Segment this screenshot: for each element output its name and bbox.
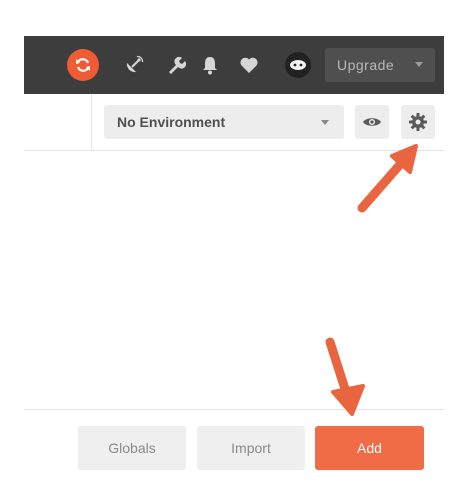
sync-button[interactable] xyxy=(65,36,101,94)
bell-icon xyxy=(203,57,217,75)
app-header: Upgrade xyxy=(24,36,444,94)
add-label: Add xyxy=(357,440,382,456)
import-button[interactable]: Import xyxy=(197,426,305,470)
globals-button[interactable]: Globals xyxy=(78,426,186,470)
capture-requests-button[interactable] xyxy=(120,36,148,94)
satellite-icon xyxy=(126,55,144,73)
window-top-strip xyxy=(0,0,466,36)
user-avatar-button[interactable] xyxy=(282,36,314,94)
eye-icon xyxy=(363,118,381,126)
environment-bar: No Environment xyxy=(24,94,444,151)
heart-button[interactable] xyxy=(235,36,263,94)
globals-label: Globals xyxy=(108,440,156,456)
manage-environments-button[interactable] xyxy=(401,105,435,139)
annotation-arrow-gear xyxy=(357,144,418,213)
import-label: Import xyxy=(231,440,271,456)
wrench-icon xyxy=(169,56,186,74)
environment-quick-look-button[interactable] xyxy=(355,105,389,139)
heart-icon xyxy=(240,57,258,73)
upgrade-label: Upgrade xyxy=(337,57,395,73)
footer-divider xyxy=(24,409,444,410)
sync-icon xyxy=(67,49,99,81)
gear-icon xyxy=(409,113,427,131)
divider xyxy=(91,94,92,150)
add-button[interactable]: Add xyxy=(315,426,424,470)
chevron-down-icon xyxy=(415,62,423,67)
annotation-arrow-add xyxy=(325,337,365,416)
environment-select[interactable]: No Environment xyxy=(104,105,344,139)
settings-wrench-button[interactable] xyxy=(162,36,190,94)
chevron-down-icon xyxy=(321,120,329,125)
avatar-icon xyxy=(285,52,311,78)
notifications-button[interactable] xyxy=(196,36,224,94)
environment-selected-value: No Environment xyxy=(117,114,226,130)
upgrade-button[interactable]: Upgrade xyxy=(325,48,435,82)
